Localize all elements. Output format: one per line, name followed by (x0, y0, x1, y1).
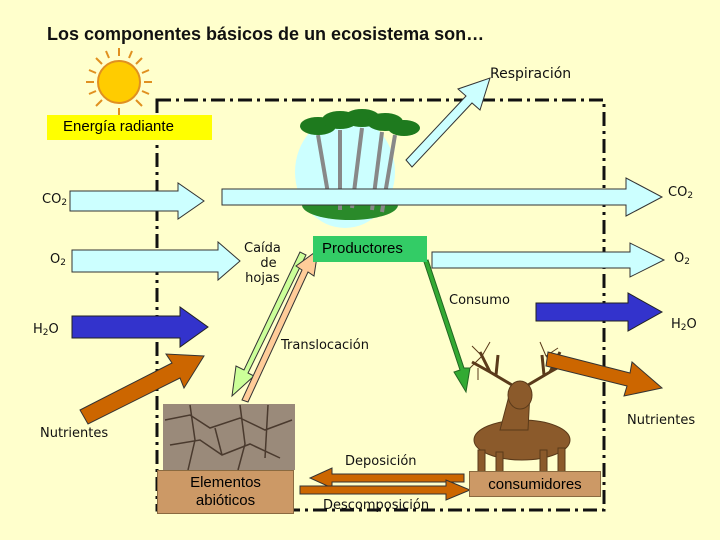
o2-input-arrow (71, 240, 241, 282)
deposition-label: Deposición (345, 454, 417, 469)
h2o-input-arrow (71, 306, 209, 348)
radiant-energy-label: Energía radiante (47, 115, 212, 140)
consumption-label: Consumo (449, 293, 510, 308)
nutrients-input-arrow (79, 353, 205, 425)
decomposition-arrow (299, 479, 472, 501)
respiration-arrow (405, 77, 491, 168)
producers-label: Productores (313, 236, 427, 262)
h2o-output-label: H2O (671, 317, 697, 333)
co2-output-arrow (221, 177, 664, 217)
co2-output-label: CO2 (668, 185, 694, 201)
o2-output-label: O2 (674, 251, 690, 267)
h2o-output-arrow (535, 292, 664, 332)
co2-input-label: CO2 (42, 192, 68, 208)
respiration-label: Respiración (490, 66, 572, 82)
consumption-arrow (423, 259, 471, 394)
nutrients-output-label: Nutrientes (627, 413, 696, 428)
translocation-arrow (241, 248, 319, 403)
consumers-label: consumidores (469, 471, 601, 497)
page-title: Los componentes básicos de un ecosistema… (47, 24, 485, 44)
palm-trees-icon (295, 109, 420, 228)
sun-icon (86, 48, 152, 116)
translocation-label: Translocación (281, 338, 369, 353)
h2o-input-label: H2O (33, 322, 59, 338)
co2-input-arrow (69, 182, 205, 220)
nutrients-output-arrow (545, 351, 664, 397)
abiotic-elements-label: Elementos abióticos (157, 470, 294, 514)
nutrients-input-label: Nutrientes (40, 426, 109, 441)
deposition-arrow (308, 467, 465, 489)
cracked-soil-icon (163, 404, 295, 471)
o2-input-label: O2 (50, 252, 66, 268)
o2-output-arrow (431, 242, 666, 278)
leaf-fall-label: Caída de hojas (244, 241, 281, 286)
deer-icon (469, 341, 571, 483)
leaf-fall-arrow (231, 251, 307, 398)
decomposition-label: Descomposición (323, 498, 430, 513)
